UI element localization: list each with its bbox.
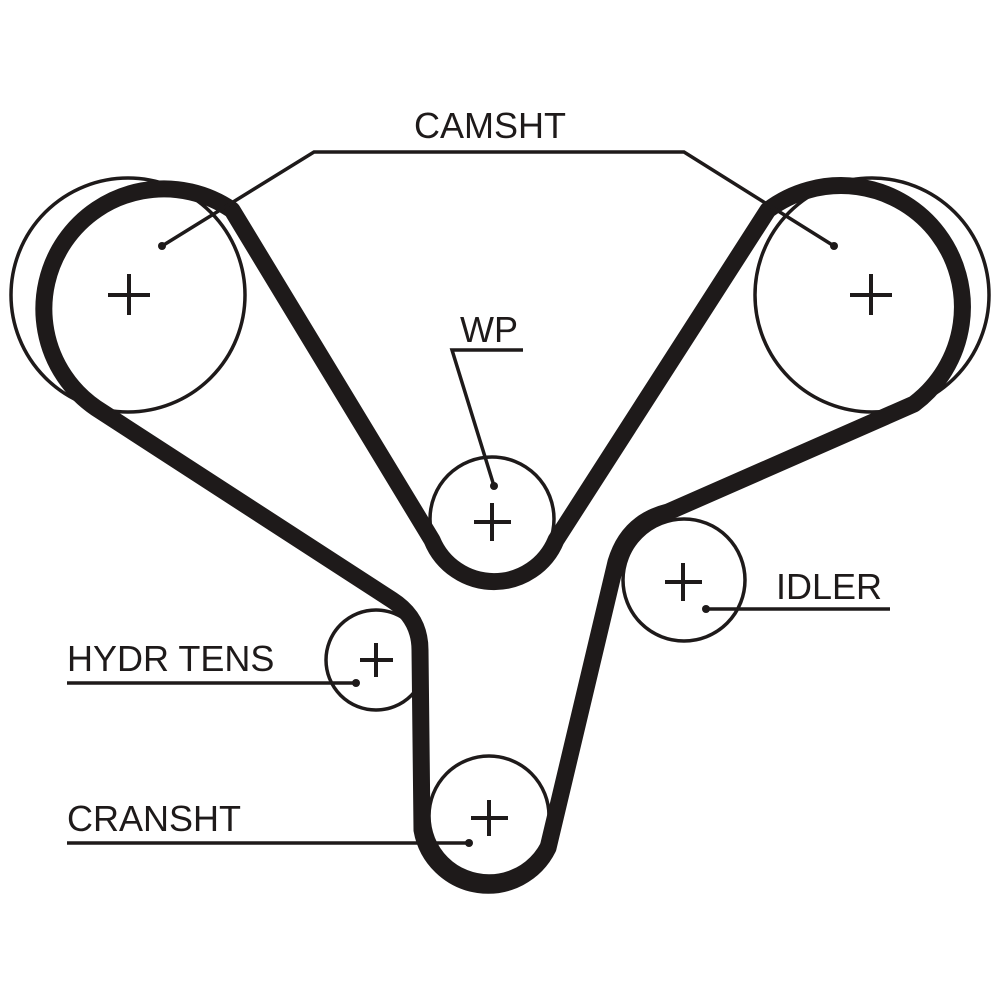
idler-leader	[702, 605, 890, 613]
label-idler: IDLER	[776, 566, 882, 607]
hydraulic-tensioner-leader	[67, 679, 360, 687]
water-pump-leader	[449, 348, 523, 490]
pulley-camshaft-left	[9, 176, 247, 414]
label-camshaft: CAMSHT	[414, 105, 566, 146]
camshaft-leader	[158, 150, 838, 250]
pulley-camshaft-right	[753, 176, 991, 414]
label-water-pump: WP	[460, 309, 518, 350]
timing-belt	[35, 177, 971, 894]
crankshaft-leader	[67, 839, 473, 847]
label-crankshaft: CRANSHT	[67, 798, 241, 839]
label-hydraulic-tensioner: HYDR TENS	[67, 638, 274, 679]
pulley-idler	[621, 517, 747, 643]
